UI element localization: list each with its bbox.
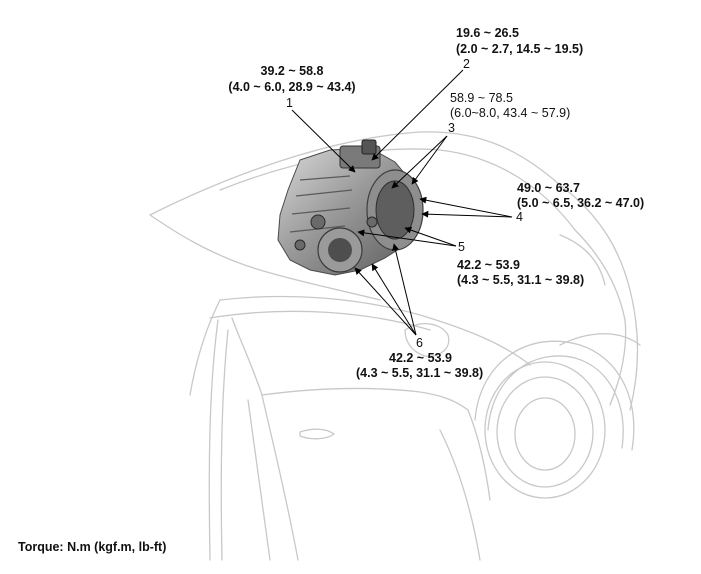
leader-6c (392, 243, 417, 336)
leader-lines (291, 69, 513, 336)
callout-6-detail: (4.3 ~ 5.5, 31.1 ~ 39.8) (356, 366, 484, 380)
callout-1-detail: (4.0 ~ 6.0, 28.9 ~ 43.4) (228, 80, 356, 94)
callout-5-number: 5 (458, 240, 465, 254)
callout-2-number: 2 (463, 57, 470, 71)
callout-2-range: 19.6 ~ 26.5 (456, 26, 519, 40)
leader-6a (354, 267, 417, 336)
leader-2 (371, 69, 464, 161)
callout-6-range: 42.2 ~ 53.9 (389, 351, 452, 365)
leader-3a (391, 135, 448, 189)
leader-4b (421, 210, 513, 218)
callout-1-range: 39.2 ~ 58.8 (260, 64, 324, 78)
callout-1-number: 1 (286, 96, 293, 110)
callout-6-number: 6 (416, 336, 423, 350)
leader-6b (371, 263, 417, 336)
leader-3b (411, 135, 448, 185)
leader-5a (357, 229, 457, 247)
callout-4-detail: (5.0 ~ 6.5, 36.2 ~ 47.0) (517, 196, 645, 210)
leader-1 (291, 109, 356, 173)
transaxle-assembly (277, 139, 424, 276)
torque-units-legend: Torque: N.m (kgf.m, lb-ft) (18, 540, 167, 554)
leader-5b (404, 226, 457, 247)
callout-3-number: 3 (448, 121, 455, 135)
callout-3-detail: (6.0~8.0, 43.4 ~ 57.9) (450, 106, 571, 120)
car-outline (149, 131, 641, 561)
leader-4a (419, 196, 513, 218)
callout-3-range: 58.9 ~ 78.5 (450, 91, 513, 105)
callout-5-detail: (4.3 ~ 5.5, 31.1 ~ 39.8) (457, 273, 585, 287)
callout-4-number: 4 (516, 210, 523, 224)
callout-2-detail: (2.0 ~ 2.7, 14.5 ~ 19.5) (456, 42, 584, 56)
callout-4-range: 49.0 ~ 63.7 (517, 181, 580, 195)
callout-5-range: 42.2 ~ 53.9 (457, 258, 520, 272)
